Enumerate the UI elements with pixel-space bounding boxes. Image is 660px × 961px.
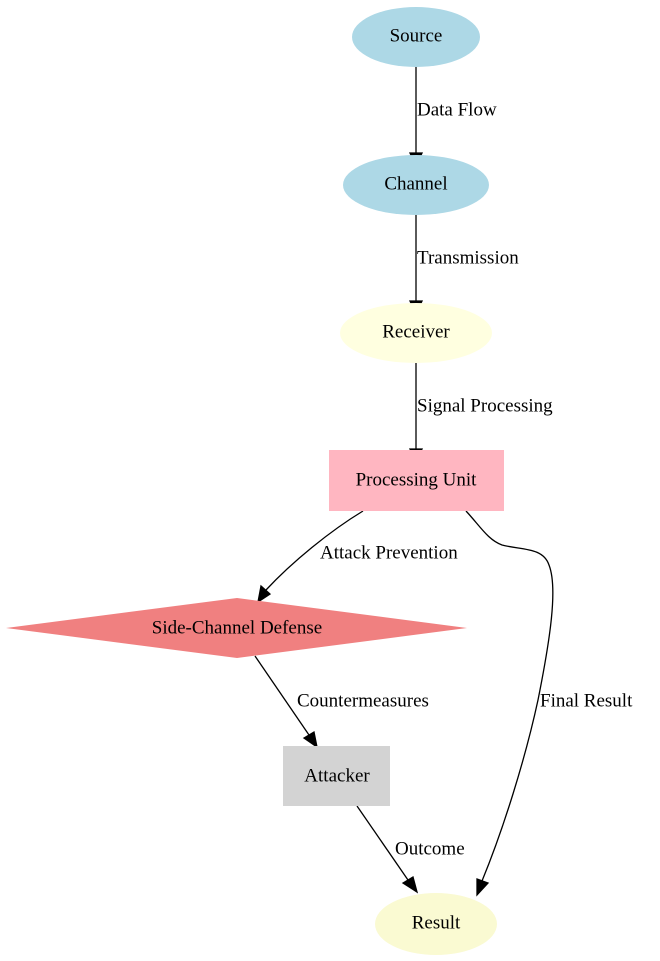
arrowhead (257, 584, 272, 604)
edge-label-attack-prevention: Attack Prevention (320, 542, 458, 563)
node-processing-unit-label: Processing Unit (356, 469, 478, 490)
node-channel-shape (343, 155, 489, 215)
node-receiver-label: Receiver (382, 321, 450, 342)
node-source-shape (352, 7, 480, 67)
node-channel: Channel (343, 155, 489, 215)
edge-label-final-result: Final Result (540, 690, 633, 711)
edge-line (465, 510, 554, 882)
edge-source-channel: Data Flow (408, 67, 497, 168)
arrowhead (302, 730, 318, 749)
node-result-label: Result (412, 912, 461, 933)
node-attacker-shape (283, 746, 390, 806)
edge-defense-attacker: Countermeasures (254, 655, 429, 749)
node-attacker: Attacker (283, 746, 390, 806)
node-result-shape (375, 893, 497, 955)
node-receiver-shape (340, 303, 492, 363)
node-side-channel-defense-shape (6, 598, 467, 658)
node-receiver: Receiver (340, 303, 492, 363)
arrowhead (476, 878, 490, 897)
edge-label-transmission: Transmission (417, 247, 519, 268)
edge-line (356, 805, 409, 881)
arrowhead (401, 875, 419, 894)
node-source-label: Source (390, 25, 443, 46)
edge-processing-defense: Attack Prevention (257, 510, 458, 604)
edge-label-countermeasures: Countermeasures (297, 690, 429, 711)
node-channel-label: Channel (384, 173, 447, 194)
node-processing-unit-shape (329, 450, 504, 511)
node-result: Result (375, 893, 497, 955)
node-side-channel-defense: Side-Channel Defense (6, 598, 467, 658)
edge-label-outcome: Outcome (395, 838, 465, 859)
edge-label-data-flow: Data Flow (417, 99, 497, 120)
edge-label-signal-processing: Signal Processing (417, 395, 553, 416)
node-attacker-label: Attacker (304, 765, 370, 786)
edge-processing-result: Final Result (465, 510, 633, 897)
node-processing-unit: Processing Unit (329, 450, 504, 511)
edge-channel-receiver: Transmission (408, 215, 519, 316)
edge-line (265, 510, 364, 591)
edge-line (254, 655, 310, 736)
edge-receiver-processing: Signal Processing (408, 363, 553, 464)
node-side-channel-defense-label: Side-Channel Defense (152, 617, 322, 638)
edge-attacker-result: Outcome (356, 805, 465, 894)
node-source: Source (352, 7, 480, 67)
